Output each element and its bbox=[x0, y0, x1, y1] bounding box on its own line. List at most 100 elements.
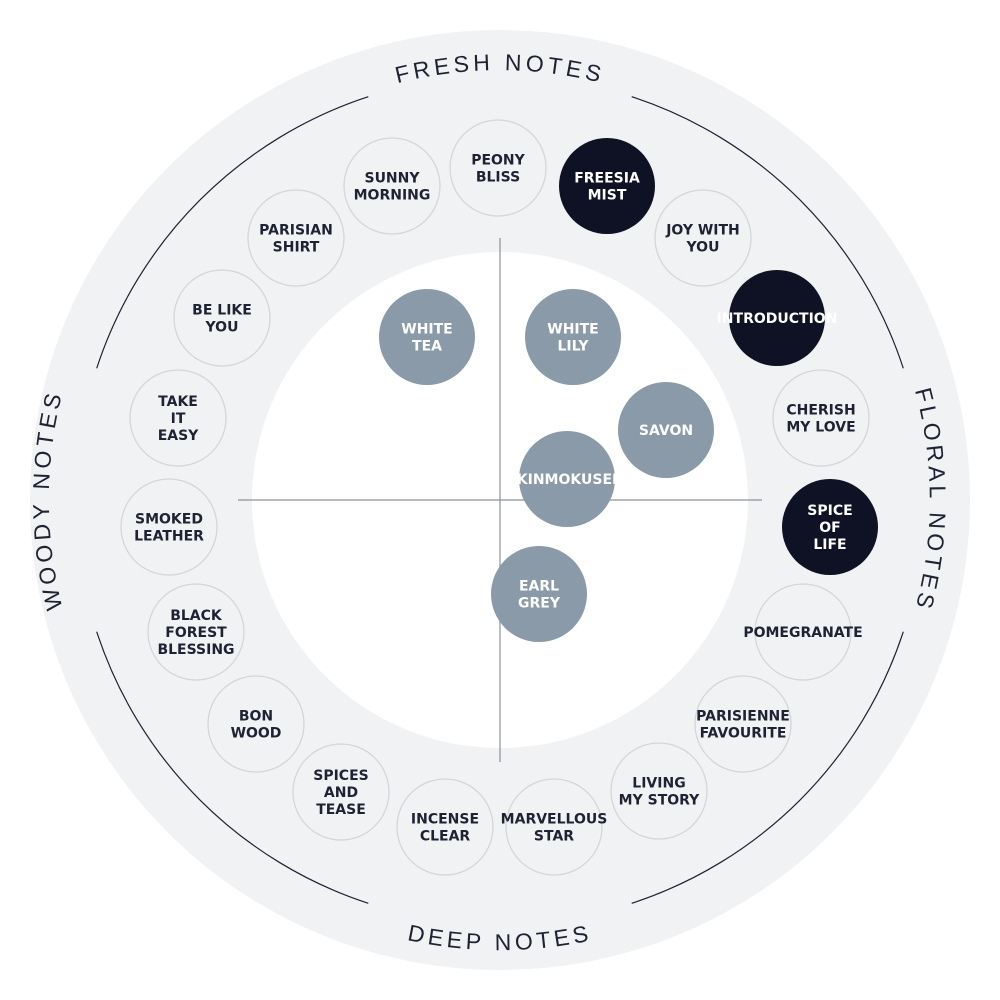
bubble-label-line: SAVON bbox=[639, 423, 693, 439]
bubble-circle bbox=[449, 119, 547, 217]
bubble-introduction: INTRODUCTION bbox=[717, 270, 838, 366]
bubble-label-line: WOOD bbox=[231, 726, 282, 742]
bubble-label-line: PARISIAN bbox=[259, 223, 333, 239]
bubble-label-line: SHIRT bbox=[273, 240, 320, 256]
bubble-label-line: LIVING bbox=[632, 776, 685, 792]
bubble-label-line: POMEGRANATE bbox=[743, 625, 862, 641]
section-arcs bbox=[96, 96, 904, 904]
bubble-label-line: WHITE bbox=[401, 322, 452, 338]
bubble-label-line: SPICES bbox=[313, 768, 368, 784]
bubble-label-line: KINMOKUSEI bbox=[517, 472, 617, 488]
bubble-circle bbox=[292, 743, 390, 841]
bubble-label-line: TAKE bbox=[158, 394, 198, 410]
bubble-kinmokusei: KINMOKUSEI bbox=[517, 431, 617, 527]
arc-bottom-right bbox=[631, 631, 904, 904]
bubble-label-line: LIFE bbox=[813, 537, 846, 553]
bubble-label-line: EARL bbox=[519, 579, 559, 595]
bubble-label-line: YOU bbox=[686, 240, 720, 256]
bubble-pomegranate: POMEGRANATE bbox=[743, 583, 863, 681]
bubble-circle bbox=[173, 269, 271, 367]
bubble-label-line: LILY bbox=[557, 339, 589, 355]
bubble-label-line: CLEAR bbox=[420, 829, 471, 845]
bubble-label-line: MORNING bbox=[354, 188, 431, 204]
bubble-circle bbox=[396, 778, 494, 876]
bubble-label-line: MY LOVE bbox=[786, 420, 855, 436]
bubble-label-line: TEASE bbox=[316, 802, 366, 818]
bubble-circle bbox=[343, 137, 441, 235]
bubble-label-line: BON bbox=[239, 709, 273, 725]
bubble-circle bbox=[610, 742, 708, 840]
bubble-label-line: MARVELLOUS bbox=[501, 812, 608, 828]
bubble-label: KINMOKUSEI bbox=[517, 472, 617, 488]
bubble-circle bbox=[519, 431, 615, 527]
bubble-circle bbox=[247, 189, 345, 287]
bubble-label-line: BE LIKE bbox=[192, 303, 252, 319]
bubble-label-line: IT bbox=[171, 411, 186, 427]
bubble-label-line: OF bbox=[819, 520, 840, 536]
bubble-label-line: YOU bbox=[205, 320, 239, 336]
bubble-label-line: TEA bbox=[412, 339, 442, 355]
bubble-circle bbox=[505, 778, 603, 876]
bubble-label-line: FREESIA bbox=[574, 171, 640, 187]
bubble-circle bbox=[618, 382, 714, 478]
bubble-label-line: EASY bbox=[158, 428, 199, 444]
bubble-label-line: SMOKED bbox=[135, 512, 203, 528]
bubble-circle bbox=[120, 478, 218, 576]
bubble-label-line: MY STORY bbox=[619, 793, 700, 809]
bubble-label-line: AND bbox=[324, 785, 358, 801]
bubble-label-line: WHITE bbox=[547, 322, 598, 338]
bubble-label: SAVON bbox=[639, 423, 693, 439]
bubble-label-line: FOREST bbox=[165, 625, 227, 641]
bubble-label-line: JOY WITH bbox=[665, 223, 740, 239]
bubble-label-line: STAR bbox=[534, 829, 574, 845]
bubble-savon: SAVON bbox=[618, 382, 714, 478]
bubble-label-line: PEONY bbox=[471, 153, 525, 169]
bubble-circle bbox=[379, 289, 475, 385]
bubble-label-line: PARISIENNE bbox=[696, 709, 790, 725]
bubble-label: INTRODUCTION bbox=[717, 311, 838, 327]
bubble-circle bbox=[694, 675, 792, 773]
bubble-label-line: INTRODUCTION bbox=[717, 311, 838, 327]
bubble-label-line: FAVOURITE bbox=[700, 726, 787, 742]
bubble-label-line: SPICE bbox=[807, 503, 852, 519]
arc-bottom-left bbox=[96, 631, 369, 904]
bubble-label-line: CHERISH bbox=[786, 403, 855, 419]
bubble-circle bbox=[207, 675, 305, 773]
arc-top-left bbox=[96, 96, 369, 369]
